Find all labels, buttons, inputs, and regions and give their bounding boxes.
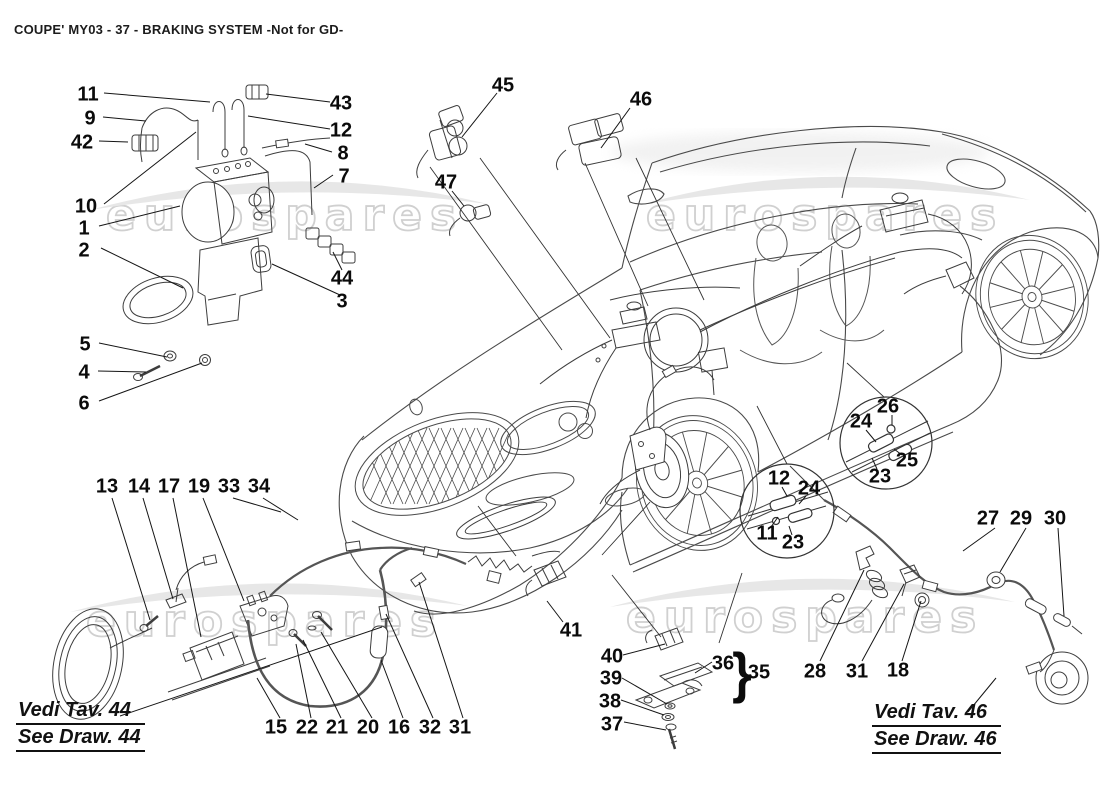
watermark-text: eurospares <box>645 189 1005 242</box>
part-callout-8: 8 <box>337 142 349 165</box>
part-callout-34: 34 <box>247 475 271 498</box>
part-callout-25: 25 <box>895 449 919 472</box>
watermark-swooshes <box>70 132 1030 612</box>
reference-note-line1: Vedi Tav. 44 <box>18 699 132 721</box>
reference-note-line2: See Draw. 46 <box>874 728 997 750</box>
part-callout-7: 7 <box>338 165 350 188</box>
part-callout-9: 9 <box>84 107 96 130</box>
part-callout-29: 29 <box>1009 507 1033 530</box>
part-callout-15: 15 <box>264 716 288 739</box>
part-callout-36: 36 <box>711 652 735 675</box>
part-callout-33: 33 <box>217 475 241 498</box>
part-callout-43: 43 <box>329 92 353 115</box>
part-callout-44: 44 <box>330 267 354 290</box>
abs-hydraulic-unit <box>122 84 356 381</box>
divider <box>872 752 1001 754</box>
part-callout-38: 38 <box>598 690 622 713</box>
part-callout-45: 45 <box>491 74 515 97</box>
page-title: COUPE' MY03 - 37 - BRAKING SYSTEM -Not f… <box>14 22 344 37</box>
front-grille <box>354 398 646 516</box>
part-callout-35: 35 <box>747 661 771 684</box>
part-callout-46: 46 <box>629 88 653 111</box>
detail-circle-fittings-upper <box>839 396 933 490</box>
part-callout-26: 26 <box>876 395 900 418</box>
part-callout-31: 31 <box>448 716 472 739</box>
part-callout-17: 17 <box>157 475 181 498</box>
part-callout-30: 30 <box>1043 507 1067 530</box>
proportioning-valve-assembly <box>52 540 561 720</box>
part-callout-42: 42 <box>70 131 94 154</box>
part-callout-16: 16 <box>387 716 411 739</box>
part-callout-21: 21 <box>325 716 349 739</box>
part-callout-40: 40 <box>600 645 624 668</box>
part-callout-20: 20 <box>356 716 380 739</box>
divider <box>16 750 145 752</box>
part-callout-2: 2 <box>78 239 90 262</box>
part-callout-47: 47 <box>434 171 458 194</box>
part-callout-41: 41 <box>559 619 583 642</box>
part-callout-22: 22 <box>295 716 319 739</box>
detail-view-pointer-lines <box>429 157 885 644</box>
rocker-panel-piece <box>456 496 556 540</box>
divider <box>16 723 145 725</box>
part-callout-27: 27 <box>976 507 1000 530</box>
sensor-detail-47 <box>449 204 492 237</box>
part-callout-14: 14 <box>127 475 151 498</box>
part-callout-5: 5 <box>79 333 91 356</box>
part-callout-19: 19 <box>187 475 211 498</box>
part-callout-24: 24 <box>797 477 821 500</box>
reference-note-line1: Vedi Tav. 46 <box>874 701 988 723</box>
rear-brake-components <box>799 192 975 295</box>
divider <box>872 725 1001 727</box>
part-callout-12: 12 <box>767 467 791 490</box>
rear-wheel <box>975 234 1089 360</box>
car-body-outline <box>338 126 1100 615</box>
part-callout-1: 1 <box>78 217 90 240</box>
part-callout-32: 32 <box>418 716 442 739</box>
leader-lines <box>97 92 1065 731</box>
front-brake-caliper <box>599 364 715 509</box>
clip-41 <box>525 560 567 597</box>
reference-note-line2: See Draw. 44 <box>18 726 141 748</box>
clip-detail-45 <box>416 105 468 179</box>
part-callout-11: 11 <box>77 83 99 106</box>
grouping-brace: } <box>732 641 752 704</box>
part-callout-18: 18 <box>886 659 910 682</box>
handbrake-cable-assembly <box>789 465 1089 705</box>
part-callout-37: 37 <box>600 713 624 736</box>
part-callout-12: 12 <box>329 119 353 142</box>
part-callout-28: 28 <box>803 660 827 683</box>
part-callout-6: 6 <box>78 392 90 415</box>
part-callout-10: 10 <box>74 195 98 218</box>
part-callout-23: 23 <box>781 531 805 554</box>
reference-note-draw-44: Vedi Tav. 44 See Draw. 44 <box>16 698 145 752</box>
part-callout-24: 24 <box>849 410 873 433</box>
part-callout-4: 4 <box>78 361 90 384</box>
part-callout-23: 23 <box>868 465 892 488</box>
part-callout-31: 31 <box>845 660 869 683</box>
part-callout-39: 39 <box>599 667 623 690</box>
part-callout-11: 11 <box>756 522 778 545</box>
part-callout-3: 3 <box>336 290 348 313</box>
reference-note-draw-46: Vedi Tav. 46 See Draw. 46 <box>872 700 1001 754</box>
part-callout-13: 13 <box>95 475 119 498</box>
